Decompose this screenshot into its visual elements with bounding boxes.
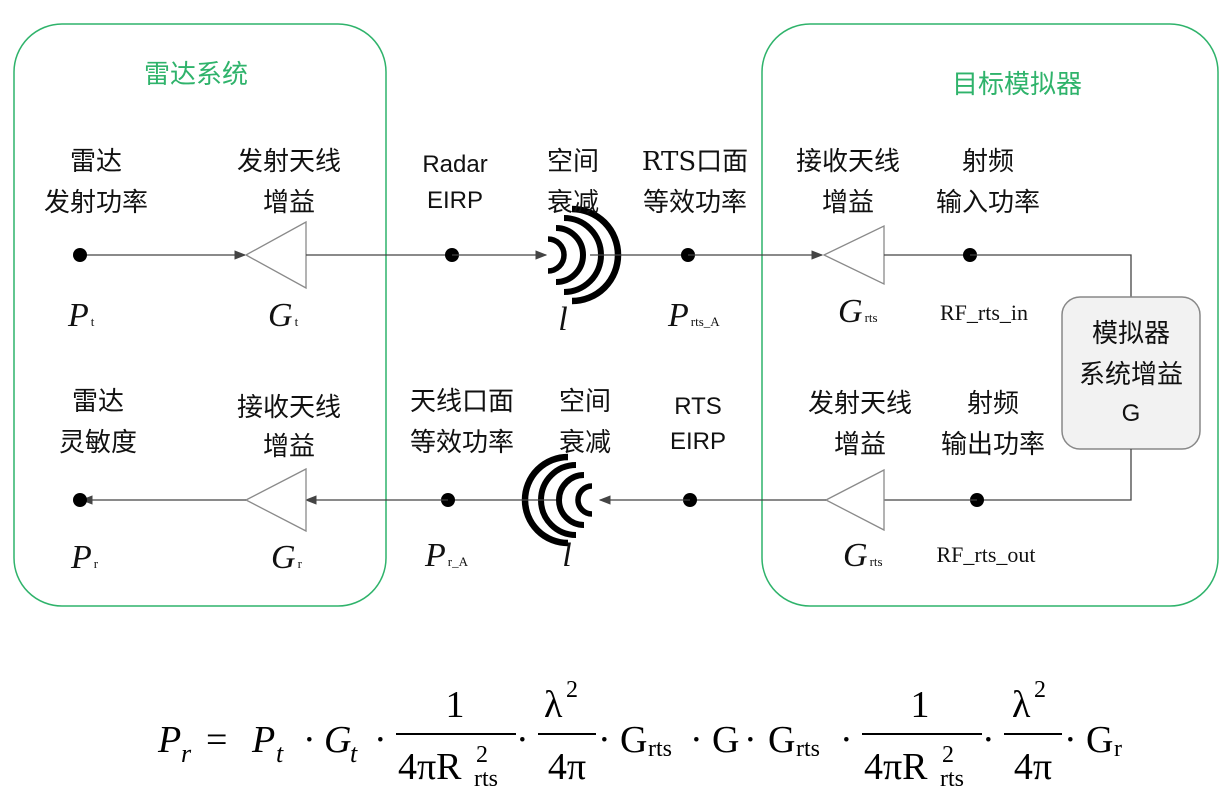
eq-grts-1: G (620, 719, 647, 761)
rx-antenna-amp-top (822, 224, 885, 286)
label-space-loss-top-2: 衰减 (547, 188, 599, 218)
label-rx-gain-top-2: 增益 (822, 188, 874, 218)
label-tx-gain-bottom-2: 增益 (834, 430, 886, 460)
label-rx-gain-bottom-2: 增益 (263, 432, 315, 462)
eq-grts-2: G (768, 719, 795, 761)
radar-system-title: 雷达系统 (144, 60, 248, 90)
label-rf-rts-in: RF_rts_in (940, 300, 1028, 325)
eq-frac4-den: 4π (1014, 746, 1052, 788)
node-pr (73, 493, 87, 507)
eq-dot-4: · (598, 719, 611, 761)
eq-frac2-den: 4π (548, 746, 586, 788)
link-budget-equation: P r = P t · G t · 1 4πR 2 rts · λ 2 4π ·… (157, 677, 1122, 792)
eq-frac1-num: 1 (446, 684, 465, 726)
eq-dot-2: · (374, 719, 387, 761)
label-rf-rts-out: RF_rts_out (936, 542, 1035, 567)
label-rx-gain-top-1: 接收天线 (796, 147, 900, 177)
symbol-l-bottom: l (562, 537, 571, 574)
eq-frac3-num: 1 (911, 684, 930, 726)
simulator-label-line1: 模拟器 (1092, 319, 1170, 349)
label-rf-in-1: 射频 (962, 147, 1014, 177)
eq-grts-2-sub: rts (796, 736, 820, 762)
target-simulator-title: 目标模拟器 (952, 70, 1082, 100)
eq-frac1-sub: rts (474, 766, 498, 792)
label-tx-gain-1: 发射天线 (237, 147, 341, 177)
eq-g: G (712, 719, 739, 761)
target-simulator-box (761, 23, 1219, 607)
eq-frac1-exp: 2 (476, 742, 488, 768)
label-tx-gain-2: 增益 (263, 188, 315, 218)
eq-frac4-exp: 2 (1034, 677, 1046, 703)
symbol-l-top: l (558, 301, 567, 338)
label-rf-out-1: 射频 (967, 389, 1019, 419)
label-rts-face-2: 等效功率 (643, 188, 747, 218)
eq-frac4-num: λ (1012, 684, 1031, 726)
label-antenna-face-2: 等效功率 (410, 428, 514, 458)
tx-antenna-amp-bottom (824, 468, 885, 532)
label-radar-sens-2: 灵敏度 (59, 428, 137, 458)
wire-rfin-to-simulator (970, 254, 1132, 297)
label-rx-gain-bottom-1: 接收天线 (237, 393, 341, 423)
eq-frac2-exp: 2 (566, 677, 578, 703)
eq-frac1-den: 4πR (398, 746, 462, 788)
label-rts-face-1: RTS口面 (642, 147, 748, 177)
radar-system-box (13, 23, 387, 607)
node-pt (73, 248, 87, 262)
eq-dot-9: · (1064, 719, 1077, 761)
eq-dot-3: · (516, 719, 529, 761)
eq-dot-7: · (840, 719, 853, 761)
eq-pr: P (157, 719, 181, 761)
eq-gt-sub: t (350, 739, 358, 768)
label-rts-eirp-1: RTS (674, 393, 722, 420)
label-rts-eirp-2: EIRP (670, 428, 726, 455)
eq-frac2-num: λ (544, 684, 563, 726)
simulator-label-line3: G (1122, 400, 1141, 427)
eq-dot-1: · (303, 719, 316, 761)
eq-dot-8: · (982, 719, 995, 761)
label-space-loss-bottom-2: 衰减 (559, 428, 611, 458)
eq-pr-sub: r (181, 739, 192, 768)
label-radar-eirp-1: Radar (422, 151, 487, 178)
eq-gr: G (1086, 719, 1113, 761)
eq-frac3-sub: rts (940, 766, 964, 792)
rx-antenna-amp-bottom (244, 467, 307, 533)
eq-dot-6: · (744, 719, 757, 761)
eq-frac3-den: 4πR (864, 746, 928, 788)
eq-grts-1-sub: rts (648, 736, 672, 762)
label-space-loss-bottom-1: 空间 (559, 387, 611, 417)
eq-frac3-exp: 2 (942, 742, 954, 768)
eq-gt: G (324, 719, 351, 761)
tx-antenna-amp-top (244, 220, 307, 290)
label-space-loss-top-1: 空间 (547, 147, 599, 177)
label-antenna-face-1: 天线口面 (410, 387, 514, 417)
label-radar-sens-1: 雷达 (72, 387, 124, 417)
label-radar-power-1: 雷达 (70, 147, 122, 177)
eq-dot-5: · (690, 719, 703, 761)
eq-gr-sub: r (1114, 736, 1122, 762)
label-tx-gain-bottom-1: 发射天线 (808, 389, 912, 419)
label-rf-out-2: 输出功率 (941, 430, 1045, 460)
simulator-label-line2: 系统增益 (1079, 360, 1183, 390)
eq-equals: = (206, 719, 227, 761)
label-radar-eirp-2: EIRP (427, 187, 483, 214)
label-radar-power-2: 发射功率 (44, 188, 148, 218)
label-rf-in-2: 输入功率 (936, 188, 1040, 218)
eq-pt-sub: t (276, 739, 284, 768)
eq-pt: P (251, 719, 275, 761)
wire-simulator-to-rfout (977, 449, 1132, 501)
